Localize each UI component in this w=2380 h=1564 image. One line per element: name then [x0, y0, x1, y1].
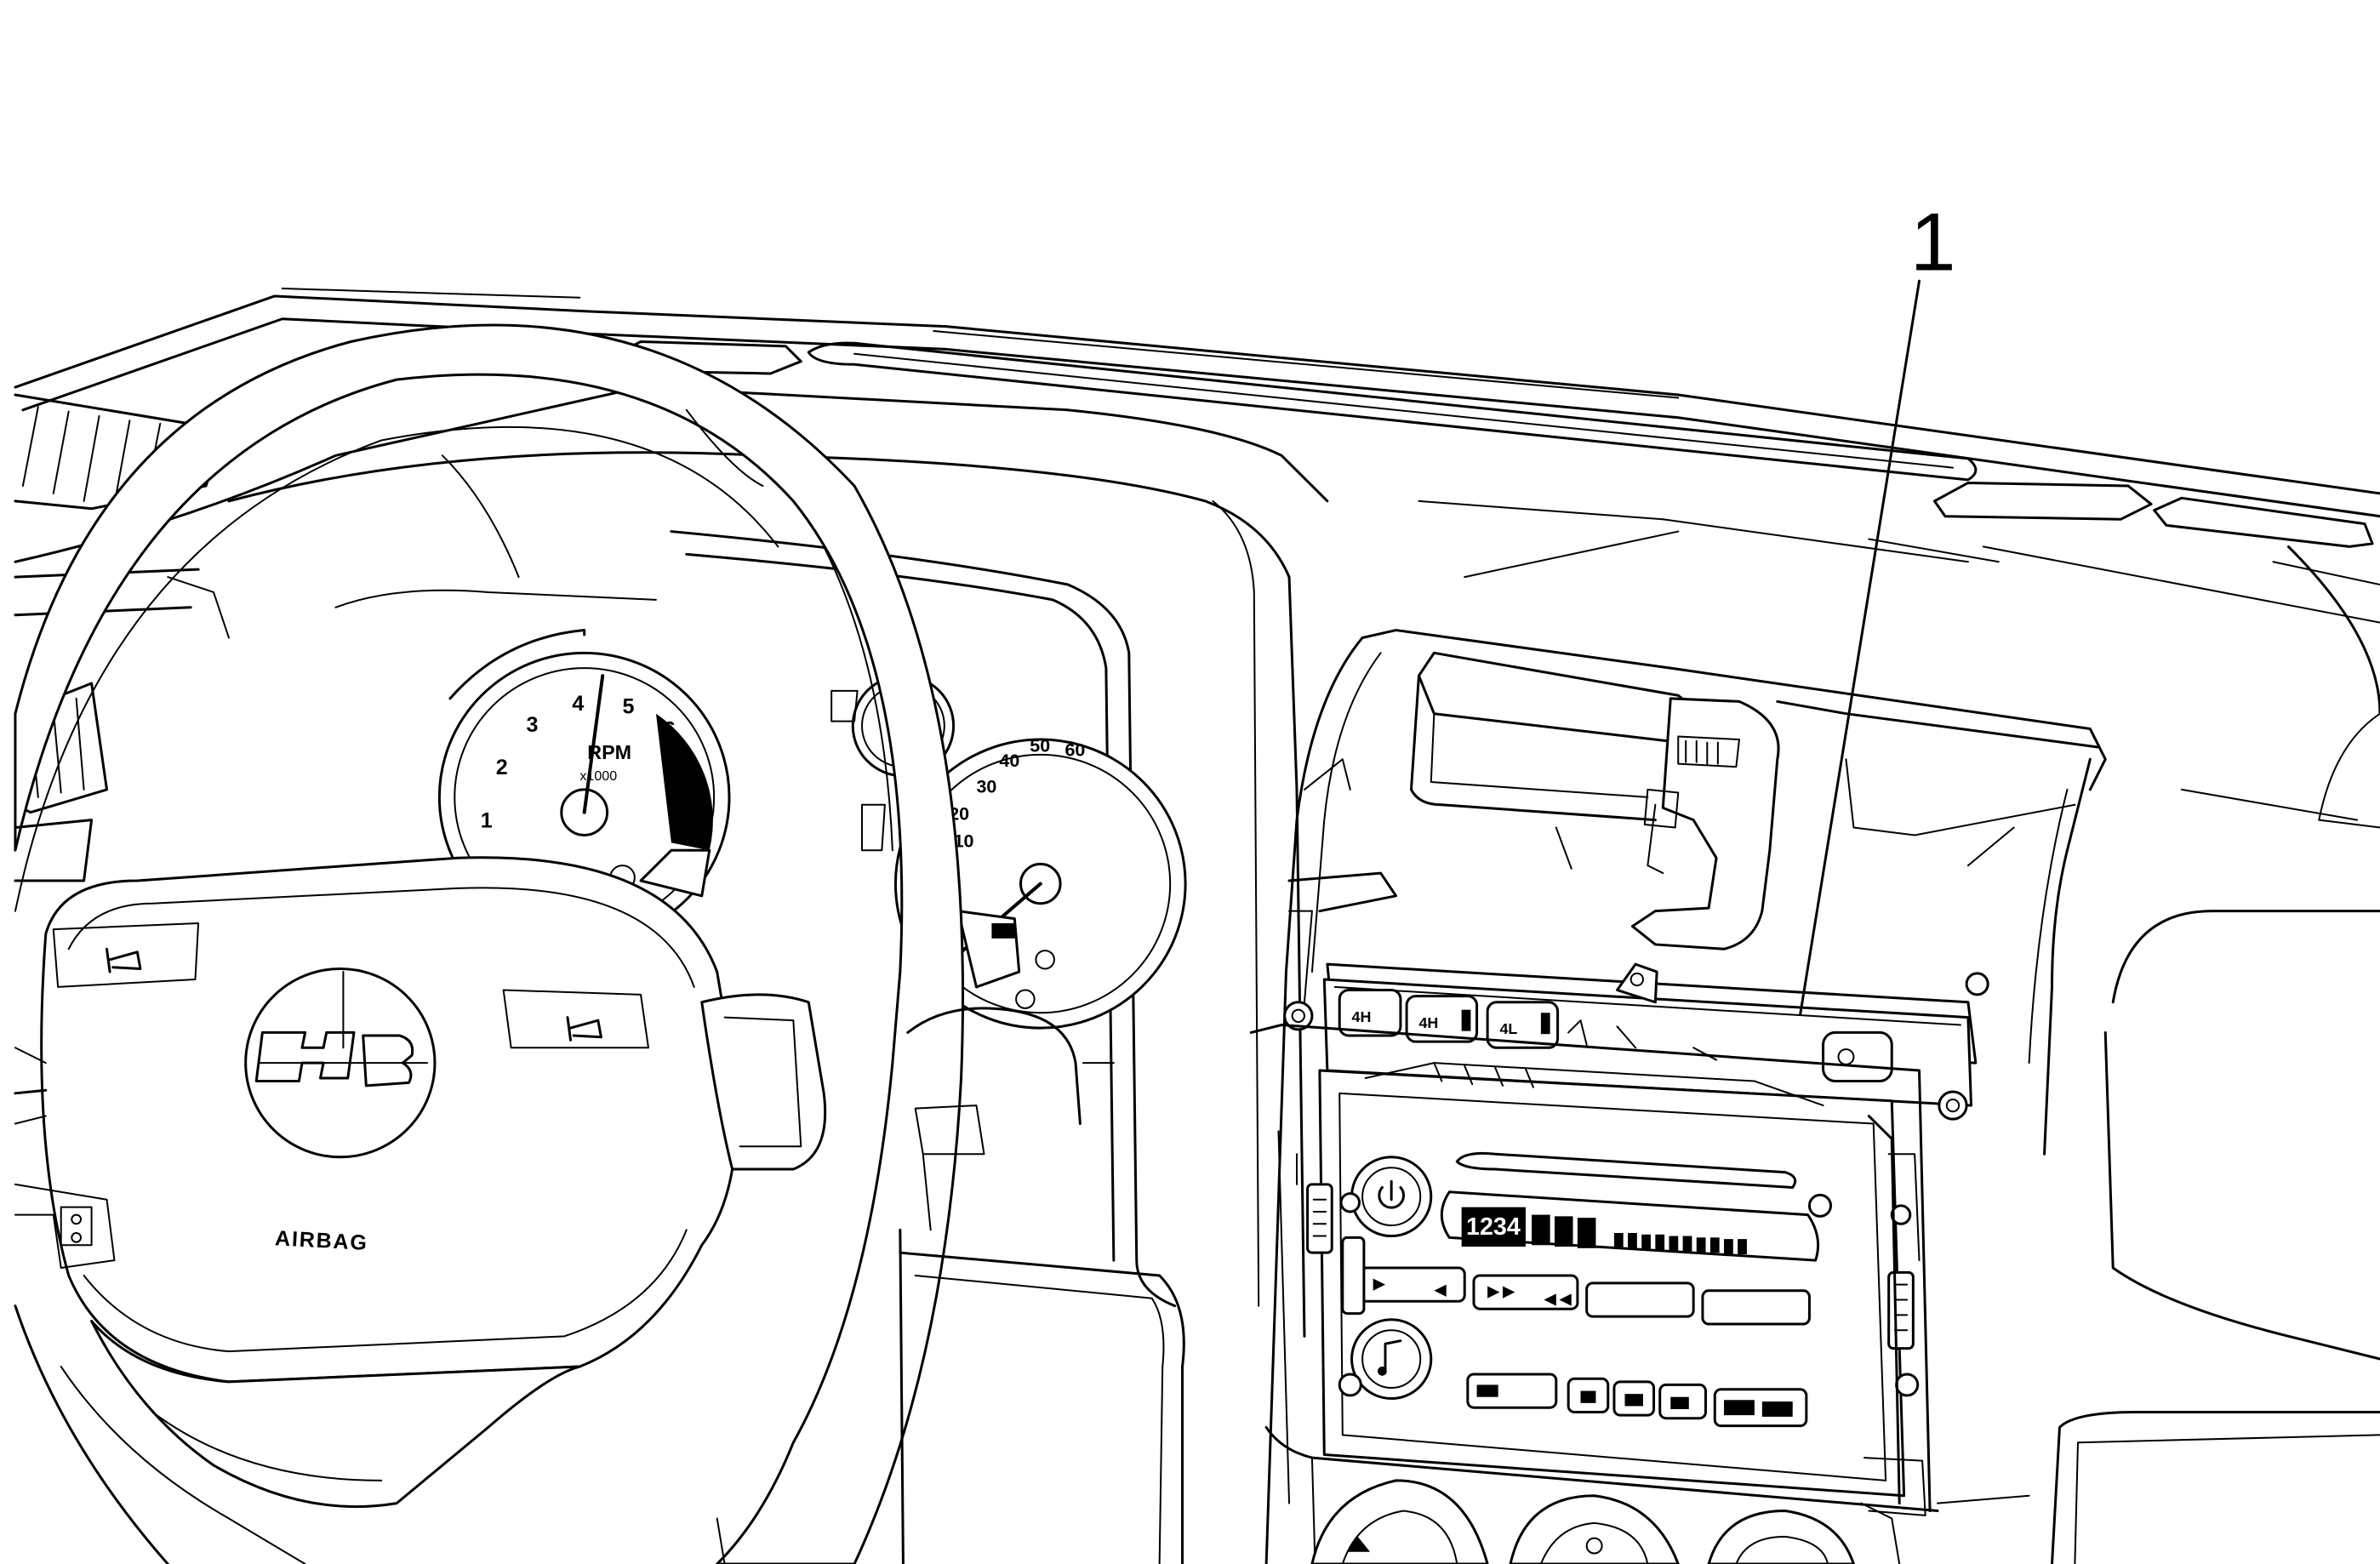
- mount-screw-right: [1939, 1092, 1966, 1119]
- radio-display-text: 1234: [1466, 1213, 1521, 1241]
- hvac-controls: [1266, 1427, 1938, 1564]
- transfer-label-1: 4H: [1418, 1014, 1438, 1031]
- transfer-label-2: 4L: [1499, 1020, 1517, 1037]
- airbag-label: AIRBAG: [274, 1226, 368, 1255]
- transfer-button-4hi-lock[interactable]: [1407, 996, 1476, 1042]
- eject-button[interactable]: [1809, 1195, 1830, 1216]
- callout-number: 1: [1910, 197, 1956, 288]
- transfer-button-locker[interactable]: [1824, 1032, 1892, 1081]
- power-icon: [1379, 1181, 1404, 1207]
- tach-tick-1: 1: [481, 809, 493, 833]
- info-button[interactable]: [1703, 1291, 1810, 1324]
- tach-tick-6: 6: [664, 718, 676, 742]
- speed-tick-4: 40: [999, 751, 1019, 771]
- transfer-label-0: 4H: [1352, 1008, 1372, 1025]
- tach-tick-2: 2: [496, 756, 508, 779]
- horn-icon-left: [107, 949, 140, 972]
- tune-knob[interactable]: [1352, 1320, 1431, 1399]
- cd-slot: [1457, 1153, 1795, 1187]
- callout-leader-line: [1801, 281, 1920, 1014]
- speed-tick-1: 10: [954, 831, 974, 852]
- tach-tick-3: 3: [527, 713, 539, 737]
- speed-tick-6: 60: [1064, 740, 1085, 761]
- lower-console: [900, 1008, 1184, 1564]
- center-stack-frame: [1266, 631, 2105, 1564]
- transfer-button-4lo[interactable]: [1487, 1002, 1557, 1048]
- music-note-icon: [1385, 1341, 1401, 1370]
- mount-screw-left: [1285, 1002, 1312, 1030]
- transfer-case-switch: 4H 4H 4L: [1285, 964, 1989, 1119]
- transfer-button-4hi[interactable]: [1339, 990, 1401, 1036]
- speed-tick-3: 30: [976, 777, 996, 797]
- preset-button-1[interactable]: [1468, 1374, 1556, 1407]
- speed-tick-5: 50: [1030, 735, 1050, 756]
- radio-display: [1441, 1192, 1818, 1260]
- steering-wheel: AIRBAG: [15, 325, 963, 1564]
- tach-rpm-label: RPM: [587, 741, 631, 763]
- hvac-knob-center[interactable]: [1510, 1496, 1678, 1564]
- audio-button[interactable]: [1587, 1283, 1694, 1316]
- tach-tick-4: 4: [572, 692, 584, 716]
- horn-icon-right: [568, 1018, 601, 1041]
- left-lower-dash: [15, 820, 115, 1268]
- tach-multiplier: x1000: [579, 768, 617, 784]
- callout-1: 1: [1801, 197, 1956, 1014]
- speedometer: 0 10 20 30 40 50 60: [895, 735, 1185, 1028]
- right-dash-panel: [1938, 714, 2380, 1564]
- display-segments: [1613, 1232, 1747, 1254]
- tune-button[interactable]: [1343, 1237, 1364, 1313]
- radio-head-unit: 1234: [1251, 1025, 1930, 1515]
- band-button[interactable]: [1308, 1184, 1333, 1253]
- tach-tick-5: 5: [623, 695, 635, 719]
- hvac-knob-left[interactable]: [1312, 1481, 1487, 1564]
